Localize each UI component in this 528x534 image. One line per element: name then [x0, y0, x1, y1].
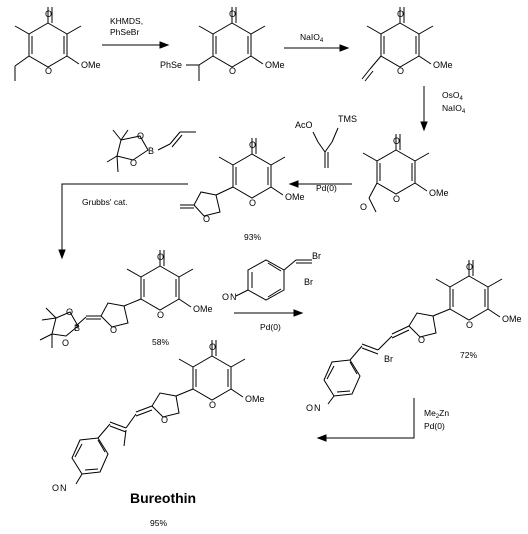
pyrone-7-carbonyl-o: O — [466, 262, 473, 272]
bureothin-ome: OMe — [245, 394, 265, 404]
bromotriene-nitro-o: O — [306, 403, 313, 413]
bureothin-ring-o: O — [209, 400, 216, 410]
pyrone-5-carbonyl-o: O — [249, 140, 256, 150]
bromotriene-chain — [323, 308, 451, 405]
nitrophenyl-dibromoalkene-reagent — [235, 259, 312, 301]
boronate-diene-pyrone — [126, 249, 194, 311]
pyrone-1-ring-o: O — [45, 66, 52, 76]
reagent-step-6: Pd(0) — [260, 322, 281, 332]
methylene-thf-ring — [180, 186, 234, 217]
product-name: Bureothin — [130, 490, 196, 506]
pyrone-2-ring-o: O — [229, 66, 236, 76]
thf-6-o: O — [110, 325, 117, 335]
bureothin-thf-o: O — [161, 415, 168, 425]
thf-5-o: O — [203, 214, 210, 224]
reagent-boronate-o-top: O — [137, 131, 144, 141]
pyrone-7-ring-o: O — [466, 320, 473, 330]
allyl-tms-reagent — [312, 127, 339, 168]
selenide-pyrone — [186, 6, 266, 81]
reagent-boronate-o-bottom: O — [130, 158, 137, 168]
boronate-6-o-top: O — [66, 307, 73, 317]
pyrone-4-ome: OMe — [429, 188, 449, 198]
yield-step-5: 58% — [152, 337, 169, 347]
yield-step-7: 95% — [150, 518, 167, 528]
reagent-step-7-line-2: Pd(0) — [424, 421, 445, 431]
boronate-6-o-bottom: O — [62, 338, 69, 348]
pyrone-6-ome: OMe — [193, 304, 213, 314]
arrow-step-2 — [284, 44, 350, 52]
bureothin-pyrone — [178, 339, 246, 401]
reagent-boronate-b: B — [148, 146, 154, 156]
thf-7-o: O — [418, 335, 425, 345]
pyrone-1-ome: OMe — [81, 60, 101, 70]
aldehyde-pyrone — [362, 133, 430, 213]
pyrone-1-carbonyl-o: O — [45, 9, 52, 19]
pyrone-7-ome: OMe — [502, 314, 522, 324]
pyrone-3-ome: OMe — [433, 60, 453, 70]
arrow-step-5 — [58, 183, 188, 260]
arrow-step-1 — [102, 41, 170, 49]
pyrone-6-carbonyl-o: O — [157, 252, 164, 262]
reagent-step-4: Pd(0) — [316, 183, 337, 193]
arrow-step-6 — [234, 309, 304, 317]
bromotriene-pyrone — [435, 259, 503, 321]
bureothin-nitro-o: O — [52, 483, 59, 493]
pyrone-6-ring-o: O — [157, 310, 164, 320]
reagent-step-2: NaIO4 — [300, 32, 324, 44]
reagent-step-3-line-2: NaIO4 — [442, 103, 466, 115]
reagent-br-bottom: Br — [304, 277, 313, 287]
pyrone-2-ome: OMe — [265, 60, 285, 70]
pyrone-2-carbonyl-o: O — [229, 9, 236, 19]
boronate-6-b: B — [74, 323, 80, 333]
starting-pyrone — [14, 6, 82, 81]
methylene-thf-pyrone — [218, 137, 286, 199]
pyrone-4-aldehyde-o: O — [360, 202, 367, 212]
pyrone-4-ring-o: O — [393, 194, 400, 204]
arrow-step-3 — [420, 86, 428, 132]
pyrone-3-carbonyl-o: O — [397, 9, 404, 19]
reagent-step-1-line-2: PhSeBr — [110, 27, 139, 37]
reagent-step-5: Grubbs' cat. — [82, 197, 128, 207]
reagent-br-top: Br — [312, 251, 321, 261]
bureothin-carbonyl-o: O — [209, 342, 216, 352]
vinyl-pinacolboronate-reagent — [106, 129, 196, 173]
bureothin-chain — [71, 388, 194, 485]
pyrone-4-carbonyl-o: O — [393, 136, 400, 146]
bureothin-nitro-n: N — [60, 483, 67, 493]
pyrone-2-phse: PhSe — [160, 60, 182, 70]
reagent-tms: TMS — [338, 114, 357, 124]
reagent-aco: AcO — [295, 120, 313, 130]
yield-step-6: 72% — [460, 350, 477, 360]
pyrone-3-ring-o: O — [397, 66, 404, 76]
arrow-step-4 — [288, 180, 352, 188]
boronate-thf-ring — [39, 298, 142, 348]
reagent-step-1-line-1: KHMDS, — [110, 16, 143, 26]
pyrone-5-ring-o: O — [249, 198, 256, 208]
reagent-step-3-line-1: OsO4 — [442, 90, 463, 102]
arrow-step-7 — [316, 398, 415, 442]
reagent-step-7-line-1: Me2Zn — [424, 408, 449, 420]
vinyl-pyrone — [361, 6, 434, 82]
yield-step-4: 93% — [244, 232, 261, 242]
bromotriene-br: Br — [384, 354, 393, 364]
reagent-nitro-n: N — [230, 292, 237, 302]
reagent-nitro-o: O — [222, 292, 229, 302]
bromotriene-nitro-n: N — [314, 403, 321, 413]
pyrone-5-ome: OMe — [285, 192, 305, 202]
